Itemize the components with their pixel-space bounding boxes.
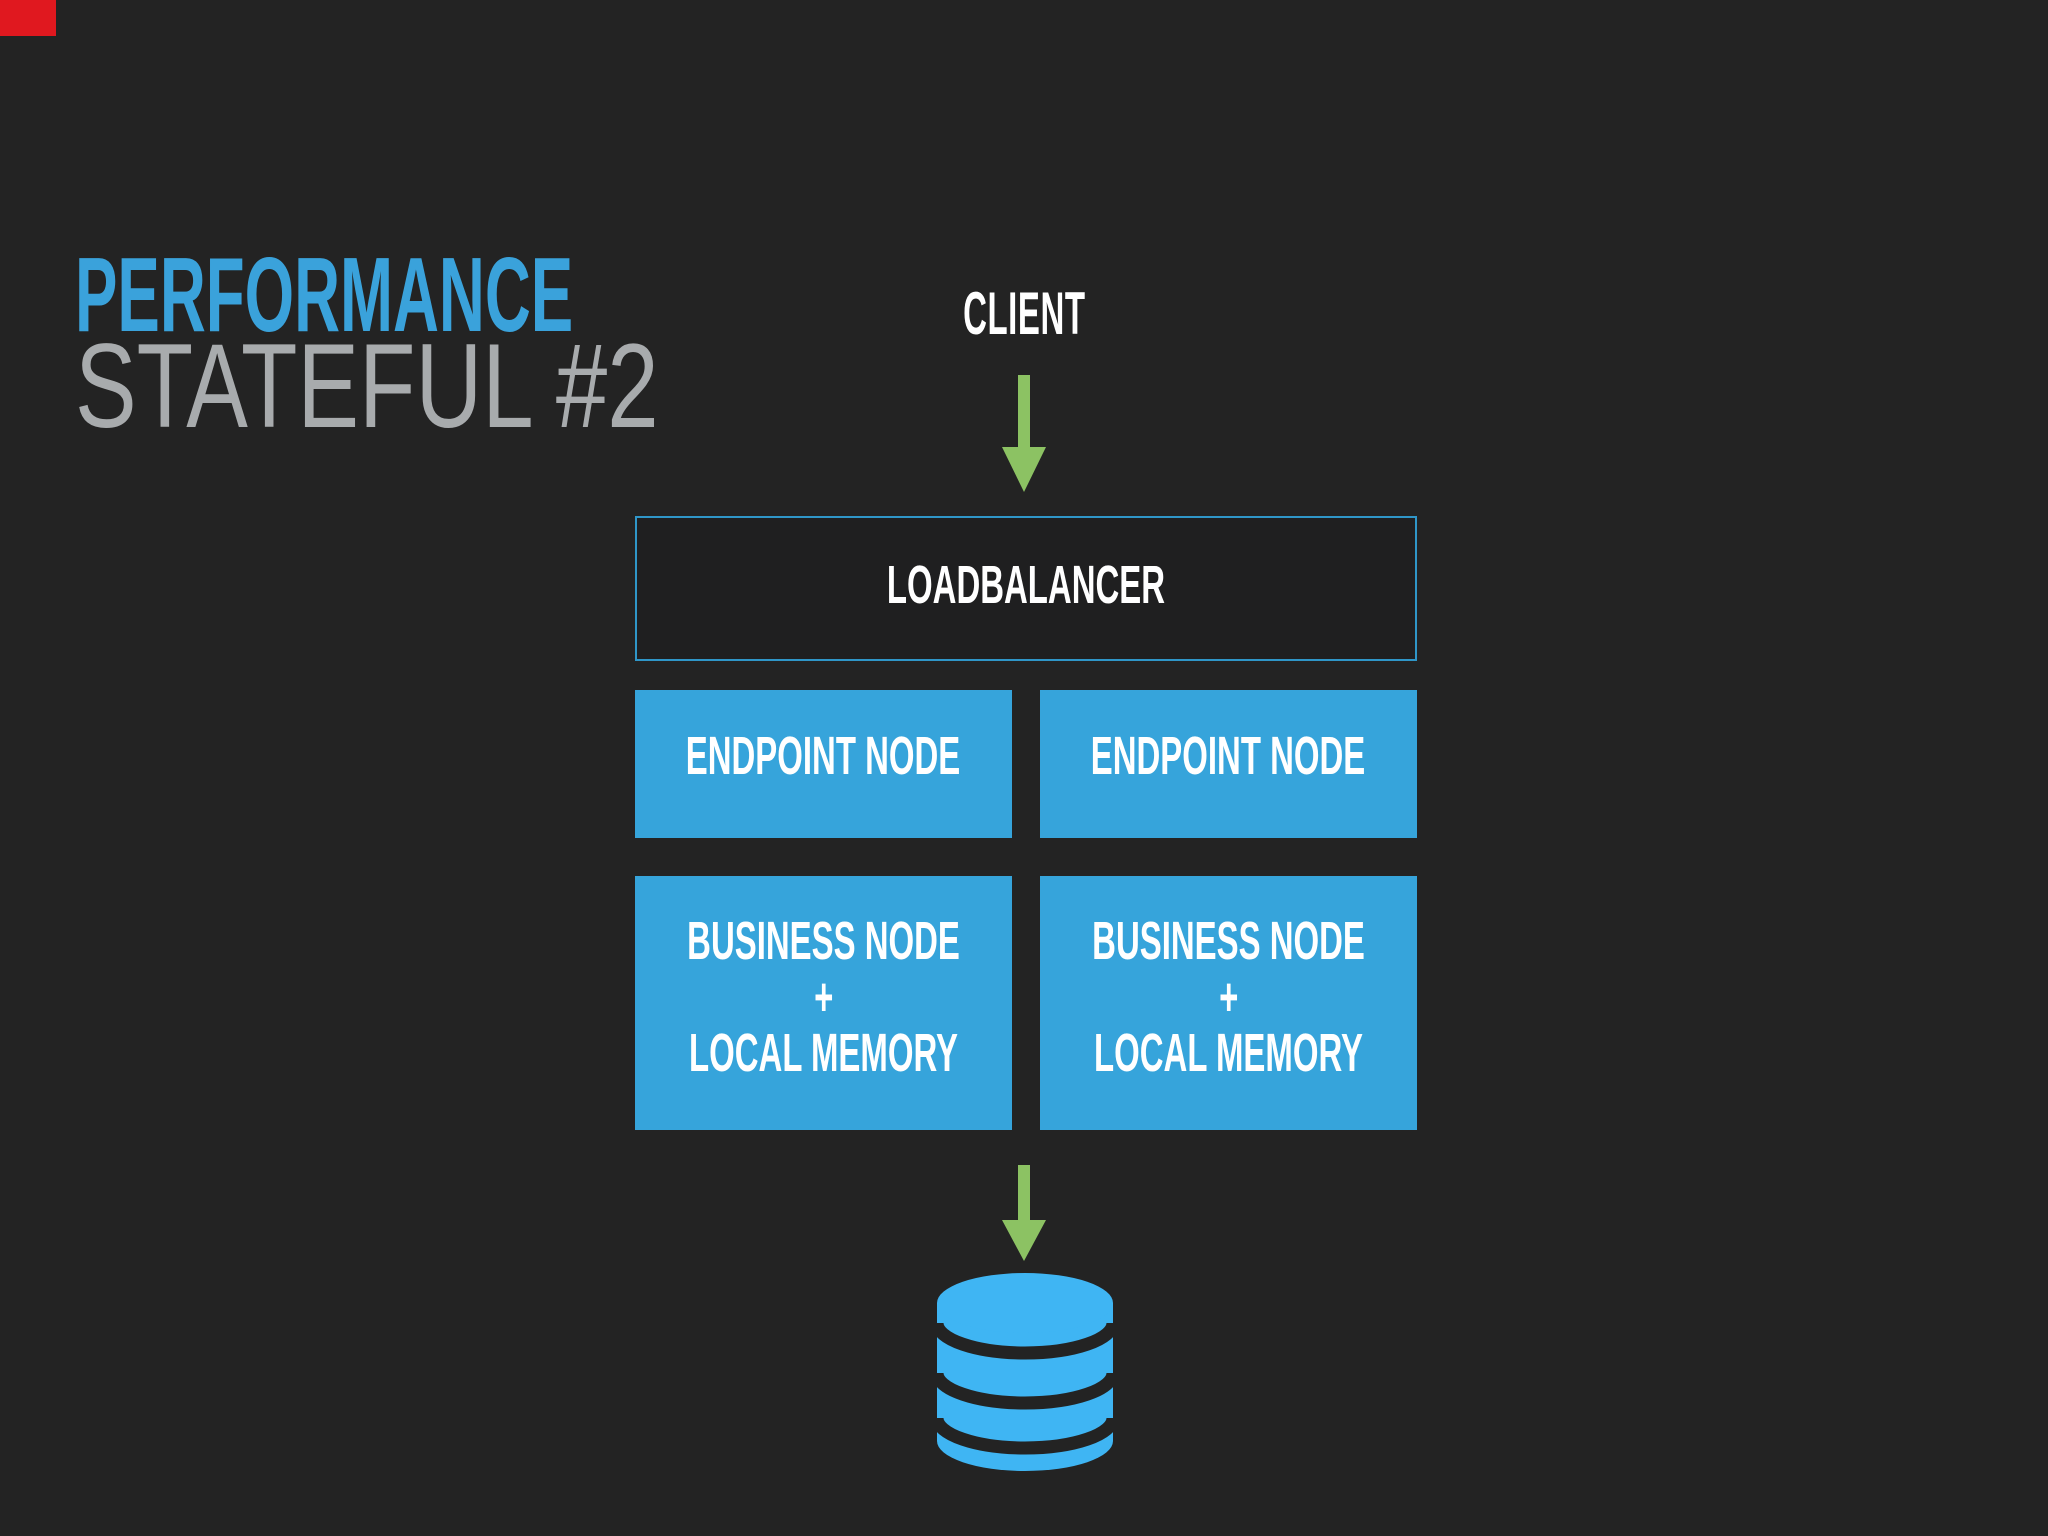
local-memory-line: LOCAL MEMORY xyxy=(1093,1023,1364,1083)
endpoint-node-box-right: ENDPOINT NODE xyxy=(1040,690,1417,838)
page-title-performance: PERFORMANCE xyxy=(75,236,574,354)
local-memory-line: LOCAL MEMORY xyxy=(688,1023,959,1083)
business-node-box-right: BUSINESS NODE + LOCAL MEMORY xyxy=(1040,876,1417,1130)
down-arrow-glyph xyxy=(1002,375,1046,492)
business-node-box-left: BUSINESS NODE + LOCAL MEMORY xyxy=(635,876,1012,1130)
endpoint-node-label: ENDPOINT NODE xyxy=(1091,726,1366,786)
endpoint-node-box-left: ENDPOINT NODE xyxy=(635,690,1012,838)
business-node-text: BUSINESS NODE + LOCAL MEMORY xyxy=(1005,913,1452,1081)
video-progress-marker xyxy=(0,0,56,36)
business-node-line: BUSINESS NODE xyxy=(687,911,960,971)
endpoint-node-label: ENDPOINT NODE xyxy=(686,726,961,786)
down-arrow-icon xyxy=(1000,375,1048,498)
page-subtitle-stateful: STATEFUL #2 xyxy=(75,319,659,453)
client-label: CLIENT xyxy=(0,284,2048,344)
plus-sign: + xyxy=(813,967,834,1027)
down-arrow-glyph xyxy=(1002,1165,1046,1261)
client-label-text: CLIENT xyxy=(962,280,1086,347)
plus-sign: + xyxy=(1218,967,1239,1027)
business-node-text: BUSINESS NODE + LOCAL MEMORY xyxy=(600,913,1047,1081)
database-cylinder-icon xyxy=(930,1273,1120,1476)
business-node-line: BUSINESS NODE xyxy=(1092,911,1365,971)
database-cylinder-glyph xyxy=(930,1273,1120,1471)
down-arrow-icon xyxy=(1000,1165,1048,1267)
loadbalancer-label: LOADBALANCER xyxy=(886,554,1166,615)
loadbalancer-box: LOADBALANCER xyxy=(635,516,1417,661)
